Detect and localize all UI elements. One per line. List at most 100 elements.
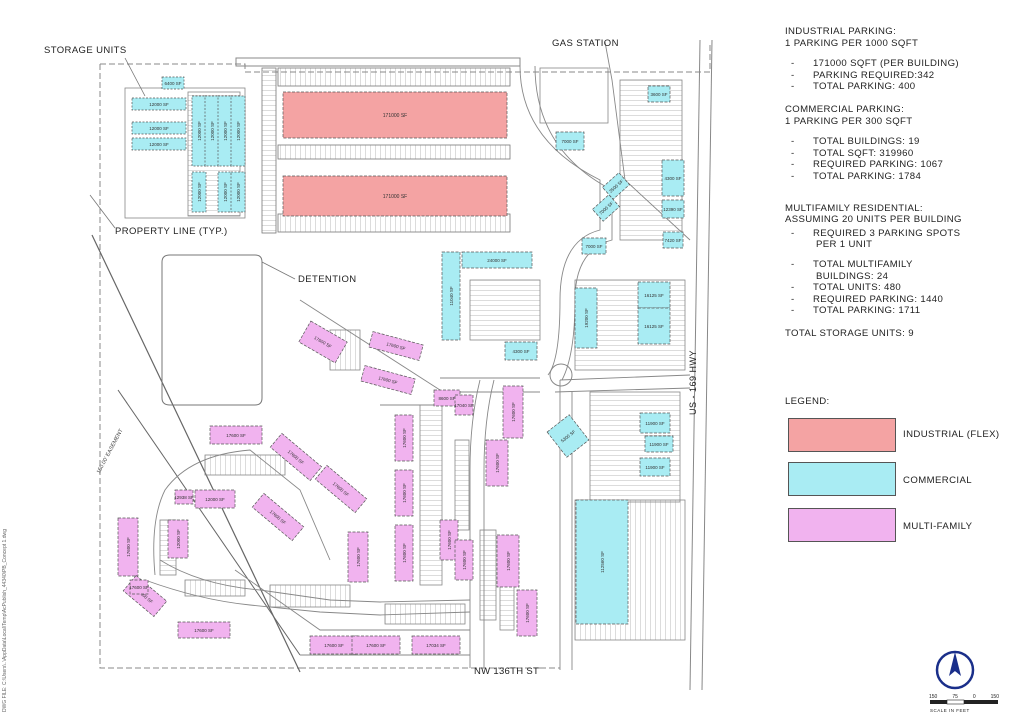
industrial-footprint [282,91,508,139]
commercial-area-label: 112560 SF [600,551,605,573]
commercial-area-label: 7420 SF [664,238,681,243]
multifamily-building: 17040 SF [454,394,474,416]
multifamily-building: 17600 SF [360,365,416,395]
commercial-area-label: 12390 SF [663,207,683,212]
multifamily-area-label: 17600 SF [462,550,467,570]
highway-edge [689,39,701,691]
multifamily-area-label: 17600 SF [511,402,516,422]
commercial-area-label: 11040 SF [449,286,454,305]
commercial-footprint [591,194,621,222]
multifamily-footprint [394,469,414,517]
storage-footprint [161,76,185,90]
multifamily-footprint [129,579,149,595]
commercial-building: 5300 SF [546,414,590,458]
commercial-footprint [575,499,629,625]
multifamily-footprint [360,365,416,395]
multifamily-area-label: 17600 SF [129,585,149,590]
storage-building: 12000 SF [131,97,187,111]
storage-building: 12000 SF [131,137,187,151]
commercial-area-label: 11900 SF [645,421,664,426]
multifamily-building: 17600 SF [209,425,263,445]
commercial-footprint [639,457,671,477]
commercial-footprint [644,435,674,453]
notes-title: COMMERCIAL PARKING: [785,103,905,115]
multifamily-building: 17600 SF [394,469,414,517]
parking-notes: INDUSTRIAL PARKING: 1 PARKING PER 1000 S… [785,26,1010,339]
commercial-building: 7000 SF [591,194,621,222]
storage-area-label: 12000 SF [210,121,215,141]
notes-title: MULTIFAMILY RESIDENTIAL: [785,202,923,214]
commercial-area-label: 7000 SF [561,139,578,144]
commercial-footprint [637,307,671,345]
commercial-building: 11900 SF [639,412,671,434]
legend-swatch-commercial [788,462,896,496]
storage-area-label: 12000 SF [197,182,202,202]
multifamily-building: 17600 SF [394,414,414,462]
property-line-callout: PROPERTY LINE (TYP.) [115,226,228,237]
detention-pond [161,254,263,406]
north-label: N [952,665,958,674]
notes-item: TOTAL MULTIFAMILY BUILDINGS: 24 [785,259,1010,282]
commercial-building: 7000 SF [555,131,585,151]
storage-building: 12000 SF [230,171,246,213]
multifamily-building: 17600 SF [502,385,524,439]
notes-item: TOTAL UNITS: 480 [785,282,1010,294]
industrial-area-label: 171000 SF [383,113,407,119]
multifamily-building: 17600 SF [309,635,359,655]
storage-area-label: 12000 SF [149,102,169,107]
gas-station-callout: GAS STATION [552,38,619,49]
multifamily-building: 17034 SF [411,635,461,655]
multifamily-building: 17600 SF [351,635,401,655]
storage-building: 12000 SF [191,95,207,167]
multifamily-building: 17600 SF [251,492,305,542]
north-arrow [935,650,975,690]
multifamily-footprint [516,589,538,637]
commercial-area-label: 24000 SF [487,258,507,263]
multifamily-building: 17600 SF [394,524,414,582]
scale-bar [930,699,998,705]
storage-footprint [131,121,187,135]
scale-label: SCALE IN FEET [930,708,970,713]
scale-tick: 0 [972,694,976,700]
storage-area-label: 12000 SF [149,142,169,147]
multifamily-footprint [194,489,236,509]
multifamily-footprint [351,635,401,655]
multifamily-area-label: 17600 SF [378,375,398,385]
notes-item: TOTAL SQFT: 319960 [785,148,1010,160]
industrial-building: 171000 SF [282,91,508,139]
scale-tick: 75 [952,694,958,700]
multifamily-area-label: 17600 SF [506,551,511,571]
multifamily-footprint [394,524,414,582]
notes-item: REQUIRED 3 PARKING SPOTS PER 1 UNIT [785,228,1010,251]
commercial-building: 24000 SF [461,251,533,269]
multifamily-area-label: 12938 SF [174,495,194,500]
commercial-building: 7000 SF [581,237,607,255]
commercial-footprint [661,199,685,219]
storage-area-label: 12000 SF [149,126,169,131]
commercial-footprint [581,237,607,255]
legend-title: LEGEND: [785,396,830,407]
multifamily-area-label: 17600 SF [126,537,131,557]
multifamily-footprint [298,320,348,364]
highway-label: US - 169 HWY [688,349,698,415]
multifamily-building: 12000 SF [167,519,189,559]
commercial-footprint [441,251,461,341]
legend-swatch-multifamily [788,508,896,542]
notes-item: TOTAL PARKING: 1711 [785,305,1010,317]
commercial-area-label: 16125 SF [644,324,664,329]
scale-ticks: 150 75 0 150 [929,694,999,700]
multifamily-area-label: 17600 SF [402,483,407,503]
commercial-footprint [574,287,598,349]
storage-area-label: 12000 SF [236,182,241,202]
multifamily-footprint [251,492,305,542]
commercial-area-label: 4300 SF [512,349,529,354]
commercial-building: 16125 SF [637,307,671,345]
multifamily-footprint [269,432,323,482]
storage-footprint [191,171,207,213]
storage-area-label: 6400 SF [164,81,181,86]
commercial-footprint [662,231,684,249]
multifamily-area-label: 12000 SF [176,529,181,549]
notes-item: REQUIRED PARKING: 1440 [785,294,1010,306]
notes-rate: 1 PARKING PER 1000 SQFT [785,37,919,49]
multifamily-area-label: 17600 SF [386,341,406,351]
